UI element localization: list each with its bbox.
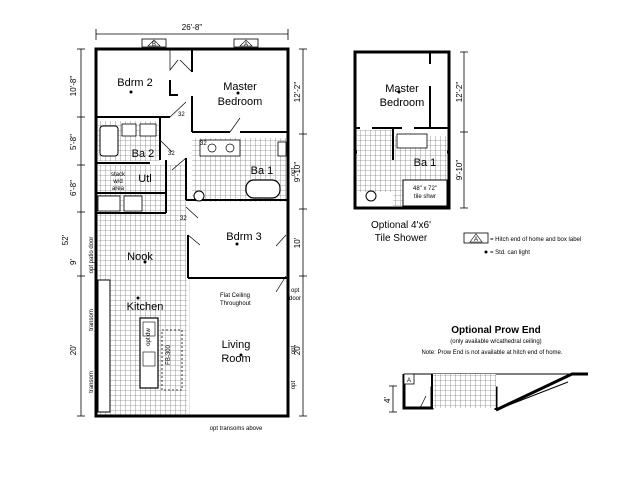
svg-text:A: A <box>474 237 478 243</box>
kitchen-island <box>139 317 159 389</box>
tile-shower-icon <box>402 179 448 207</box>
vanity-icon <box>396 133 428 149</box>
dim-kitchen-depth: 20' <box>69 344 78 355</box>
door-width-32-c: 32 <box>200 141 207 147</box>
water-heater-icon <box>97 195 121 212</box>
prow-end-plan: Optional Prow End (only available w/cath… <box>383 325 588 413</box>
room-label-bdrm3: Bdrm 3 <box>226 231 261 243</box>
can-light-icon <box>484 250 488 254</box>
room-label-ba1: Ba 1 <box>251 165 274 177</box>
transom-note-lower: transom <box>89 371 95 393</box>
furnace-icon <box>123 195 143 212</box>
can-light-legend-text: = Std. can light <box>490 250 530 256</box>
room-label-living-line1: Living <box>222 339 251 351</box>
windows <box>94 300 290 418</box>
hitch-legend-text: = Hitch end of home and box label <box>490 237 581 243</box>
overall-length-label: 52' <box>61 234 70 245</box>
room-label-living-line2: Room <box>221 353 250 365</box>
fb-300-note: FB-300 <box>166 345 172 365</box>
stack-wd-label-3: area <box>112 186 125 192</box>
room-label-kitchen: Kitchen <box>127 301 164 313</box>
opt-window-note-upper: opt <box>291 345 297 354</box>
shower-caption-line2: Tile Shower <box>375 233 428 244</box>
sink-icon <box>139 123 157 137</box>
room-label-ba2: Ba 2 <box>132 148 155 160</box>
shower-plan-master-line2: Bedroom <box>380 97 425 109</box>
utility-appliances <box>97 195 143 212</box>
nook-utl-tile-floor <box>98 165 186 277</box>
garden-tub-icon <box>245 179 281 199</box>
dim-bdrm3-depth: 10' <box>293 237 302 248</box>
toilet-icon <box>277 141 287 157</box>
legend: A = Hitch end of home and box label = St… <box>463 232 581 256</box>
prow-hitch-marker: A <box>403 373 415 385</box>
dim-living-depth: 20' <box>293 344 302 355</box>
can-lights <box>129 90 243 357</box>
prow-note: Note: Prow End is not available at hitch… <box>421 350 562 356</box>
opt-ba1-window-note: opt <box>291 167 297 176</box>
door-width-32-b: 32 <box>168 151 175 157</box>
shower-plan-master-dim: 12'-2" <box>455 82 464 103</box>
overall-width-label: 26'-8" <box>182 23 203 32</box>
stack-wd-label-1: stack <box>111 172 126 178</box>
opt-patio-door-note: opt patio door <box>89 237 95 274</box>
shower-plan-master-line1: Master <box>385 83 419 95</box>
dim-nook-depth: 9' <box>69 259 78 265</box>
door-width-32-a: 32 <box>178 112 185 118</box>
prow-subtitle: (only available w/cathedral ceiling) <box>450 339 541 345</box>
prow-depth-dim: 4' <box>383 397 392 403</box>
dim-bdrm2-depth: 10'-8" <box>69 76 78 97</box>
dim-master-depth: 12'-2" <box>293 82 302 103</box>
room-label-master-line2: Bedroom <box>218 96 263 108</box>
svg-text:A: A <box>244 42 248 48</box>
round-vent-icon <box>365 190 377 202</box>
shower-plan-ba1-dim: 9'-10" <box>455 160 464 181</box>
dim-utl-depth: 6'-8" <box>69 180 78 196</box>
tile-shower-plan: Master Bedroom Ba 1 48" x 72" tile shwr … <box>353 50 468 244</box>
room-label-nook: Nook <box>127 251 153 263</box>
flat-ceiling-note-2: Throughout <box>220 301 251 307</box>
flat-ceiling-note-1: Flat Ceiling <box>220 293 250 299</box>
round-vent-icon <box>193 190 205 202</box>
stack-wd-label-2: w/d <box>112 179 122 185</box>
toilet-icon <box>121 123 137 137</box>
room-label-bdrm2: Bdrm 2 <box>117 77 152 89</box>
shower-size-label: 48" x 72" <box>413 186 437 192</box>
dim-ba1-depth: 9'-10" <box>293 162 302 183</box>
prow-title: Optional Prow End <box>451 325 540 336</box>
room-label-utl: Utl <box>138 173 151 185</box>
tub-icon <box>99 125 119 157</box>
svg-text:A: A <box>407 378 411 384</box>
hitch-label-a: A <box>233 38 259 48</box>
opt-dw-note: opt dw <box>146 327 152 345</box>
opt-door-note-1: opt <box>291 288 300 294</box>
shower-type-label: tile shwr <box>414 194 436 200</box>
transom-note-upper: transom <box>89 309 95 331</box>
svg-text:B: B <box>152 42 156 48</box>
room-label-master-line1: Master <box>223 81 257 93</box>
hitch-label-b: B <box>141 38 167 48</box>
shower-caption-line1: Optional 4'x6' <box>371 220 431 231</box>
hitch-symbol-icon: A <box>463 232 489 244</box>
ba1-fixtures <box>199 139 287 199</box>
door-width-32-d: 32 <box>180 216 187 222</box>
door-swings <box>159 49 287 293</box>
opt-transoms-note: opt transoms above <box>210 426 263 432</box>
ba2-fixtures <box>99 123 157 157</box>
interior-walls <box>96 49 288 279</box>
dim-ba2-depth: 5'-8" <box>69 134 78 150</box>
kitchen-cabinets <box>97 279 183 413</box>
shower-plan-ba1: Ba 1 <box>414 157 437 169</box>
opt-window-note-lower: opt <box>291 380 297 389</box>
main-floor-plan: 26'-8" B A 10'-8" 5'-8" 6'-8" 9' 20' 52' <box>61 23 307 432</box>
opt-door-note-2: door <box>289 296 301 302</box>
